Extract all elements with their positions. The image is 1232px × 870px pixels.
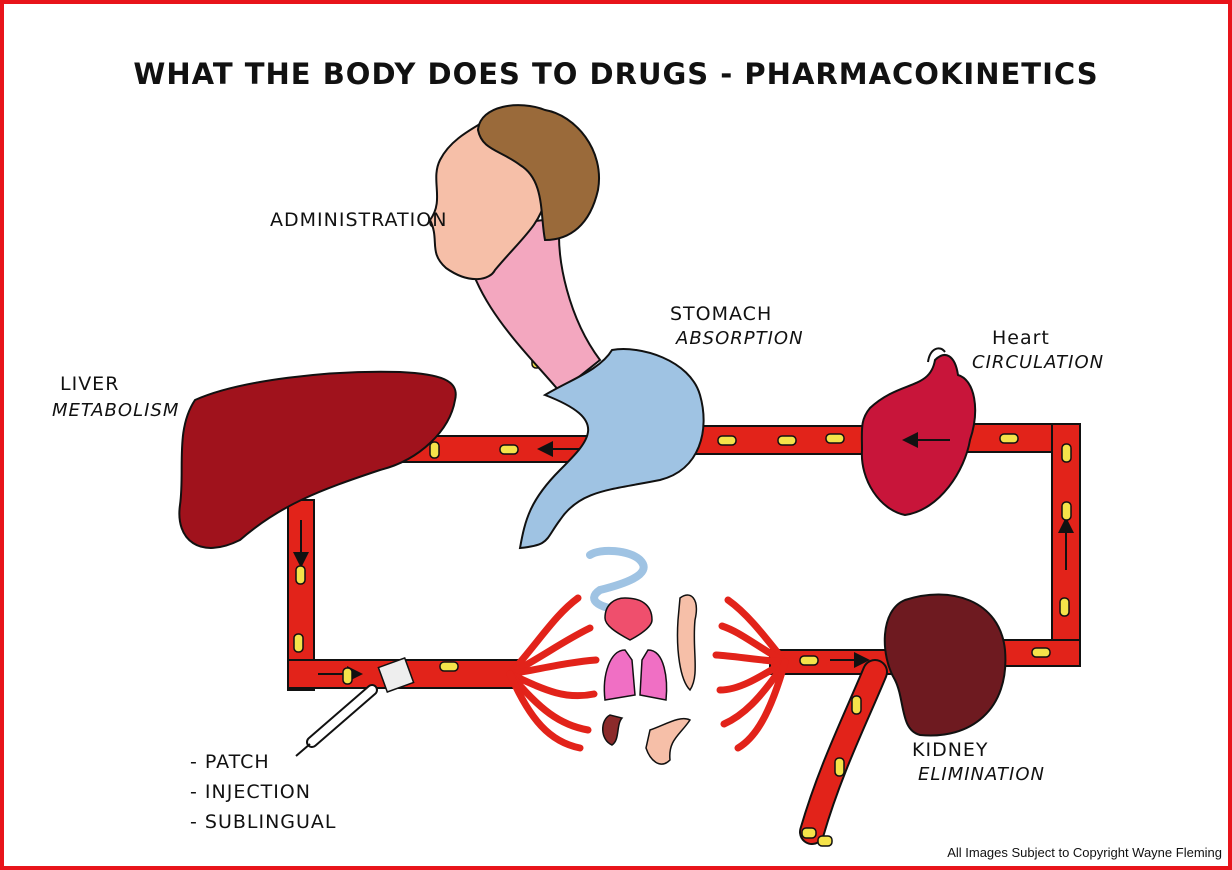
head-administration — [428, 104, 602, 394]
hand — [645, 718, 692, 765]
label-absorption: ABSORPTION — [675, 328, 804, 349]
ureter — [801, 661, 886, 843]
patch — [377, 657, 415, 693]
label-circulation: CIRCULATION — [972, 352, 1104, 373]
heart — [860, 347, 977, 517]
route-injection: - INJECTION — [190, 781, 311, 803]
label-stomach: STOMACH — [670, 303, 772, 325]
capillaries-left — [506, 594, 600, 752]
lung-right — [639, 649, 668, 701]
copyright-notice: All Images Subject to Copyright Wayne Fl… — [947, 845, 1222, 860]
label-liver: LIVER — [60, 373, 119, 395]
label-heart: Heart — [992, 327, 1050, 349]
hair — [476, 104, 601, 242]
route-sublingual: - SUBLINGUAL — [190, 811, 337, 833]
organ-cluster — [586, 546, 697, 765]
label-elimination: ELIMINATION — [918, 764, 1045, 785]
label-kidney: KIDNEY — [912, 739, 989, 761]
label-administration: ADMINISTRATION — [270, 209, 447, 231]
diagram-title: WHAT THE BODY DOES TO DRUGS - PHARMACOKI… — [133, 57, 1098, 91]
lung-left — [603, 649, 636, 701]
intestine — [586, 546, 648, 614]
liver — [178, 370, 457, 549]
stomach — [518, 348, 705, 550]
label-metabolism: METABOLISM — [52, 400, 179, 421]
capillaries-right — [712, 596, 789, 752]
route-patch: - PATCH — [190, 751, 270, 773]
small-heart — [604, 597, 653, 641]
small-kidney — [602, 714, 624, 746]
kidney — [883, 593, 1007, 737]
syringe — [295, 684, 378, 757]
arm — [676, 594, 697, 692]
